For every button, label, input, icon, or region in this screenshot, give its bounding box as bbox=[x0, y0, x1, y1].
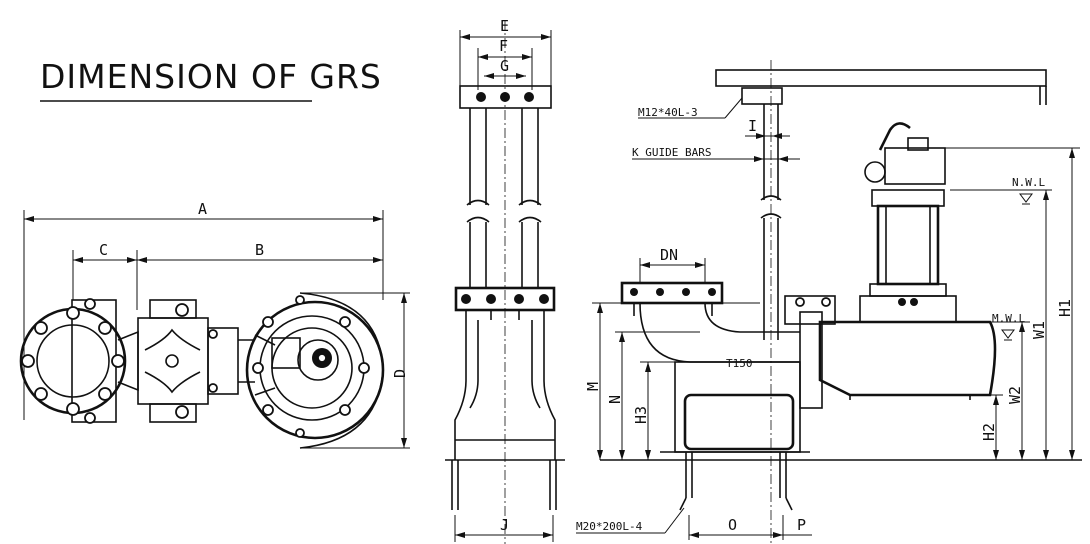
dim-label-g: G bbox=[500, 57, 509, 75]
upper-bracket bbox=[459, 85, 552, 109]
front-view: M12*40L-3 I K GUIDE BARS bbox=[576, 60, 1082, 544]
dim-label-e: E bbox=[500, 17, 509, 35]
dim-label-h2: H2 bbox=[980, 423, 998, 441]
dim-label-dn: DN bbox=[660, 246, 678, 264]
note-plate: T150 bbox=[726, 357, 753, 370]
drawing-title: DIMENSION OF GRS bbox=[40, 57, 382, 96]
dim-label-d: D bbox=[391, 369, 409, 378]
dim-label-c: C bbox=[99, 241, 108, 259]
note-guide-bars: K GUIDE BARS bbox=[632, 146, 711, 159]
dim-label-m: M bbox=[584, 382, 602, 391]
dim-label-j: J bbox=[500, 516, 509, 534]
pump-motor bbox=[876, 204, 940, 286]
dim-label-h1: H1 bbox=[1056, 299, 1074, 317]
dim-label-a: A bbox=[198, 200, 207, 218]
dim-label-h3: H3 bbox=[632, 406, 650, 424]
dim-label-w1: W1 bbox=[1030, 321, 1048, 339]
pump-volute-front bbox=[818, 320, 997, 397]
upper-support-beam bbox=[715, 69, 1047, 87]
plan-view: A C B D bbox=[19, 200, 410, 449]
dim-label-f: F bbox=[499, 37, 508, 55]
dim-label-b: B bbox=[255, 241, 264, 259]
dim-label-p: P bbox=[797, 516, 806, 534]
lifting-cable bbox=[878, 122, 911, 151]
note-anchor-bolt: M20*200L-4 bbox=[576, 520, 643, 533]
dim-label-n: N bbox=[606, 395, 624, 404]
dim-label-w2: W2 bbox=[1006, 386, 1024, 404]
duckfoot-base bbox=[683, 393, 795, 451]
level-mwl: M.W.L bbox=[992, 312, 1025, 325]
dim-label-i: I bbox=[748, 117, 757, 135]
dim-label-o: O bbox=[728, 516, 737, 534]
side-view: E F G bbox=[445, 17, 565, 544]
note-chain-bolt: M12*40L-3 bbox=[638, 106, 698, 119]
level-nwl: N.W.L bbox=[1012, 176, 1045, 189]
